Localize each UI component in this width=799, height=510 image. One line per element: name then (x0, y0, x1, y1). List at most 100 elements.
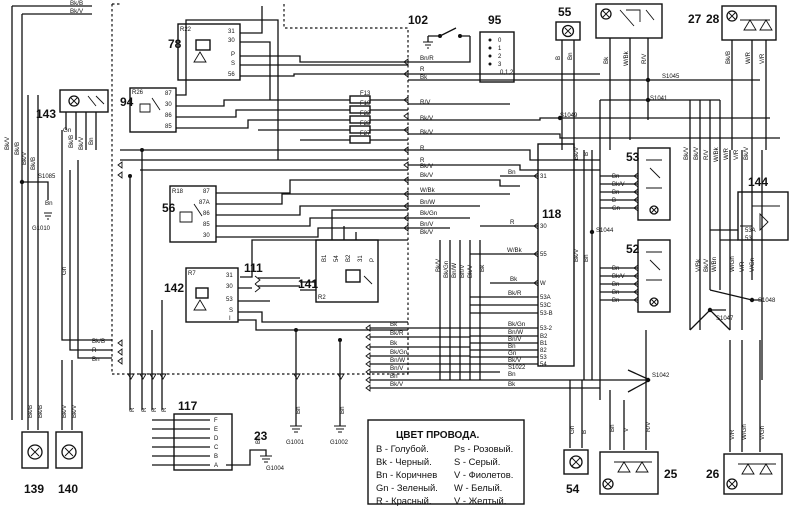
module-118: 118 31 30 55 W 53A 53C 53-B 53-2 B2 B1 8… (470, 143, 575, 388)
wire-label: Bn/V (390, 365, 404, 372)
right-of-box-labels: Bn/R R Bk R/V Bk/V Bk/V R R Bk/V Bk/V W/… (420, 55, 438, 236)
module-pin: B (612, 198, 616, 204)
right-verticals: Bk/V B Bk/V Bn Bk/V Bk/V R/V W/Bk W/R V/… (573, 100, 763, 400)
relay-pin: 30 (226, 284, 233, 290)
relay-r2: R2 B1 54 B2 31 P 141 (298, 239, 379, 303)
wire-label: Gn (508, 350, 517, 357)
legend-title: ЦВЕТ ПРОВОДА. (396, 430, 480, 441)
wire-label: Gn (61, 266, 68, 275)
component-number: 56 (162, 201, 176, 215)
splice-label: S1045 (662, 74, 680, 80)
module-pin: Bk/V (612, 182, 625, 188)
splice-label: S1085 (38, 174, 56, 180)
module-pin: B2 (540, 334, 548, 340)
module-pin: W (540, 281, 546, 287)
wire-label: Bk/V (435, 258, 442, 272)
legend-item: B - Голубой. (376, 443, 429, 454)
legend-item: Bk - Черный. (376, 456, 432, 467)
wire-label: Bn (339, 406, 346, 414)
splices-bottom-right: S1048 S1047 S1042 (600, 289, 776, 393)
connector-pin: E (214, 427, 218, 433)
wire-label: Bk/B (725, 51, 732, 64)
lamp-140: Bk/V Bk/V 140 (55, 360, 83, 496)
switch-position: 1 (498, 46, 502, 52)
module-pin: 53A (540, 295, 551, 301)
wire-label: Gn (569, 425, 576, 434)
module-pin: 53C (540, 303, 552, 309)
relay-pin: 87 (203, 189, 210, 195)
component-number: 23 (254, 429, 268, 443)
fuse-label: F27 (360, 131, 371, 137)
wire-label: Bk/B (14, 142, 21, 155)
wire-label: Bn/V (508, 336, 522, 343)
component-number: 25 (664, 467, 678, 481)
component-number: 141 (298, 277, 318, 291)
wire-label: Bk/V (420, 129, 434, 136)
wire-label: Bn (567, 52, 574, 60)
component-number: 27 (688, 12, 702, 26)
wire-label: Bn (92, 356, 100, 363)
wire-label: V/Gn (759, 425, 766, 440)
legend-item: Gn - Зеленый. (376, 482, 438, 493)
ground-label: G1001 (286, 440, 305, 446)
wire-label: Bn (45, 200, 53, 207)
wire-label: Bn/R (420, 55, 434, 62)
wire-label: V/R (733, 149, 740, 160)
module-pin: 53-2 (540, 326, 553, 332)
module-pin: 53 (540, 355, 547, 361)
component-number: 26 (706, 467, 720, 481)
relay-r7: R7 31 30 53 S I 142 (164, 267, 239, 323)
relay-r26: R26 87 30 86 85 94 (120, 87, 177, 133)
switch-position: 3 (498, 62, 502, 68)
relay-id: R2 (318, 295, 326, 301)
legend-item: R - Красный. (376, 495, 431, 506)
relay-pin: 85 (203, 222, 210, 228)
lamp-139: Bk/B Bk/B 139 (21, 405, 49, 496)
component-number: 118 (542, 207, 562, 221)
fuse-label: F13 (360, 91, 371, 97)
wire-label: V/Gn (749, 257, 756, 272)
module-pin: Bk/V (612, 274, 625, 280)
wire-label: Bn (508, 169, 516, 176)
relay-pin: S (231, 61, 235, 67)
component-number: 28 (706, 12, 720, 26)
splice-label: S1042 (652, 373, 670, 379)
wire-label: Bk/Gn (420, 210, 438, 217)
wire-label: R (420, 145, 425, 152)
wire-label: W/Bn (711, 256, 718, 272)
relay-pin: 54 (334, 255, 340, 262)
relay-pin: B1 (322, 254, 328, 262)
component-26: V/R W/Gn V/Gn 26 (706, 340, 783, 495)
relay-pin: 31 (226, 273, 233, 279)
wire-label: Bk/V (70, 8, 84, 15)
component-number: 143 (36, 107, 56, 121)
relay-pin: 30 (228, 38, 235, 44)
wire-label: Bk (390, 340, 398, 347)
component-28: 28 Bk/B W/R V/R (706, 5, 777, 150)
component-143: 143 Gn Bk/B Bk/V Bn (36, 89, 109, 150)
module-52: 52 Bn Bk/V Bn Bn Bn S1044 (589, 228, 671, 313)
wire-label: Bk (510, 276, 518, 283)
bus-mid-labels: Bk Bk/R Bk Bk/Gn Bn/W Bn/V Bn Bk/V (365, 321, 600, 392)
legend: ЦВЕТ ПРОВОДА. B - Голубой. Bk - Черный. … (367, 419, 525, 506)
wire-label: W/R (745, 51, 752, 64)
wire-label: Bk/B (30, 157, 37, 170)
bottom-mid-labels: R R R Bn Bn Bn R (129, 406, 346, 444)
splice-label: S1041 (650, 96, 668, 102)
splice-label: S1048 (758, 298, 776, 304)
component-number: 102 (408, 13, 428, 27)
wire-label: Bk (603, 56, 610, 64)
wire-label: V/R (759, 53, 766, 64)
switch-position: 0 (498, 38, 502, 44)
relay-pin: P (370, 258, 376, 262)
wire-label: Bk/R (390, 330, 404, 337)
splice-label: S1047 (716, 316, 734, 322)
wire-label: Bk/B (37, 405, 44, 418)
wire-label: Bk (420, 74, 428, 81)
wire-label: Bk/V (693, 146, 700, 160)
connector-pin: D (214, 436, 219, 442)
wire-label: Bk/V (508, 357, 522, 364)
relay-pin: S (229, 308, 233, 314)
module-pin: 53 (745, 236, 752, 242)
wire-label: Bn/W (390, 357, 405, 364)
